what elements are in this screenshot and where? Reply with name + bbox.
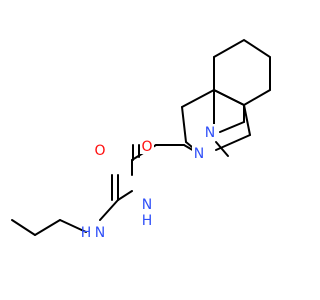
bond <box>117 190 133 201</box>
atom-labels: O N H O N H N N <box>81 124 217 241</box>
amide-nitrogen-label: N <box>142 197 152 213</box>
urea-oxygen-label: O <box>94 143 105 159</box>
bond <box>181 106 187 143</box>
bond <box>11 219 36 236</box>
oxygen-atom-label: O <box>141 139 152 155</box>
tertiary-nitrogen-label: N <box>194 146 204 162</box>
bond <box>34 219 61 236</box>
bond <box>219 121 245 133</box>
urea-hydrogen-label: H <box>81 225 92 241</box>
molecule-structure: O N H O N H N N <box>11 38 271 241</box>
bond <box>213 89 245 106</box>
urea-nitrogen-label: N <box>95 225 105 241</box>
amide-hydrogen-label: H <box>142 213 153 229</box>
bond <box>59 219 87 233</box>
bond <box>181 89 215 108</box>
bridge-nitrogen-label: N <box>205 125 215 141</box>
bond <box>99 199 119 221</box>
bond <box>243 104 251 136</box>
bond <box>215 141 229 157</box>
